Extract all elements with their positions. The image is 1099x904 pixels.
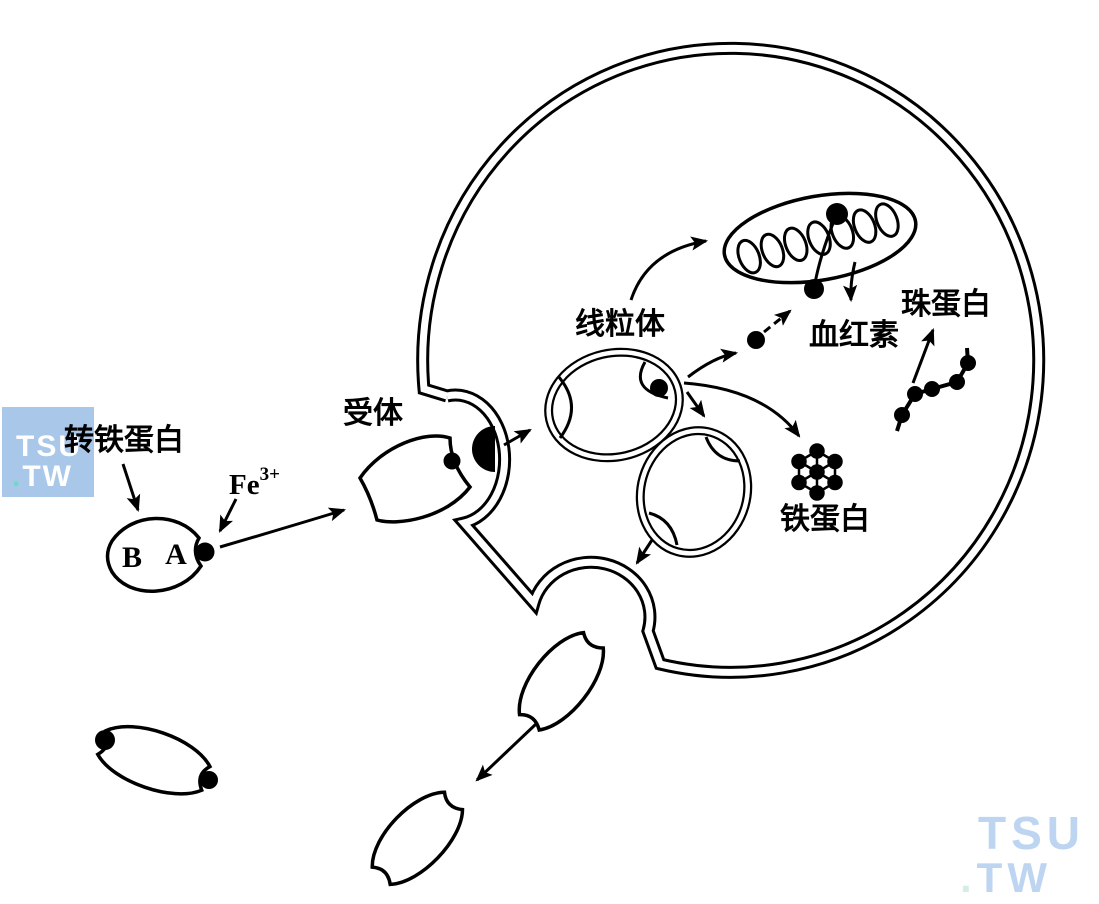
ferritin-node [791, 453, 807, 470]
arrow-chain-to-globin-label [911, 328, 935, 384]
globin-bead [907, 386, 923, 402]
ferritin-node [791, 474, 807, 491]
arrow-transferrin-to-receptor [219, 507, 347, 549]
endosome-upper-gap [546, 349, 682, 461]
heme-connector-line [813, 215, 838, 284]
endosome-upper-crescent [556, 375, 573, 439]
watermark-top-left: TSU .TW [2, 407, 94, 497]
ribosome-coil [851, 208, 878, 244]
membrane-receptor-blob [472, 426, 495, 472]
fe3-label: Fe3+ [229, 464, 280, 501]
iron-dot-receptor [443, 452, 461, 470]
heme-dot [804, 279, 824, 299]
arrow-endosome-to-iron [687, 348, 739, 379]
diferric-transferrin [95, 724, 218, 796]
ribosome-coil [759, 232, 786, 269]
arrow-iron-to-heme [763, 309, 792, 334]
cell-membrane-inner-gap [419, 44, 1043, 676]
arrow-to-polyribosome [629, 236, 709, 301]
watermark-text-tw: .TW [960, 854, 1052, 901]
ferritin-node [809, 464, 825, 480]
ferritin-node [827, 474, 843, 491]
arrow-endosome-to-endosome [685, 391, 706, 418]
receptor-label: 受体 [343, 397, 404, 430]
ribosome-coil [782, 226, 809, 263]
receptor-molecule [357, 434, 473, 524]
recycled-receptor [517, 630, 606, 732]
ribosome-coil [874, 202, 900, 238]
globin-chain [894, 347, 976, 432]
arrow-receptor-release [475, 722, 538, 782]
heme-dot-on-ribosome [826, 203, 848, 225]
arrow-ribosome-to-heme-label [843, 261, 858, 303]
iron-dot-endosome [650, 379, 668, 397]
polyribosome-outline [722, 191, 918, 285]
diferric-transferrin-outline [95, 724, 213, 796]
globin-bead [949, 374, 965, 390]
iron-dot-transferrin [195, 542, 215, 562]
polyribosome [722, 191, 918, 285]
ferritin-label: 铁蛋白 [780, 503, 870, 536]
watermark-text-tsu: TSU [978, 807, 1085, 859]
ferritin-cluster [791, 443, 843, 501]
watermark-text-tw: .TW [12, 460, 73, 493]
watermark-dot: . [12, 460, 22, 493]
mitochondria-label: 线粒体 [575, 307, 666, 341]
site-b-label: B [122, 541, 142, 574]
endosome-lower [635, 426, 753, 558]
globin-bead [960, 355, 976, 371]
endosome-lower-bite-top [704, 436, 741, 463]
heme-label: 血红素 [809, 319, 899, 352]
released-transferrin [370, 790, 465, 887]
endosome-lower-gap [638, 428, 750, 556]
receptor-outline [357, 434, 473, 524]
ferritin-node [827, 453, 843, 470]
endosome-lower-bite-bottom [648, 511, 679, 546]
watermark-bottom-right: TSU .TW [960, 807, 1085, 901]
ferritin-node [809, 485, 825, 501]
arrow-endosome-to-ferritin [683, 381, 801, 438]
watermark-text-tsu: TSU [16, 430, 82, 463]
transferrin-outline [105, 516, 204, 593]
iron-dot-right [200, 771, 218, 789]
watermark-box [2, 407, 94, 497]
globin-bead [894, 407, 910, 423]
arrow-fe-label [218, 498, 238, 533]
ribosome-coil [736, 238, 762, 275]
cell-membrane [416, 41, 1046, 679]
globin-label: 珠蛋白 [901, 288, 991, 321]
iron-dot-left [95, 730, 115, 750]
site-a-label: A [165, 538, 187, 571]
arrow-pit-to-endosome [503, 428, 532, 447]
globin-bead [924, 381, 940, 397]
watermark-dot: . [960, 854, 977, 901]
arrow-transferrin-label [121, 463, 141, 513]
transferrin-molecule: B A [105, 516, 215, 593]
ferritin-node [809, 443, 825, 459]
arrow-endosome-to-exit-pit [635, 539, 654, 565]
endosome-upper [544, 347, 684, 463]
iron-dot-cytosol [747, 331, 765, 349]
transferrin-label: 转铁蛋白 [64, 424, 184, 457]
